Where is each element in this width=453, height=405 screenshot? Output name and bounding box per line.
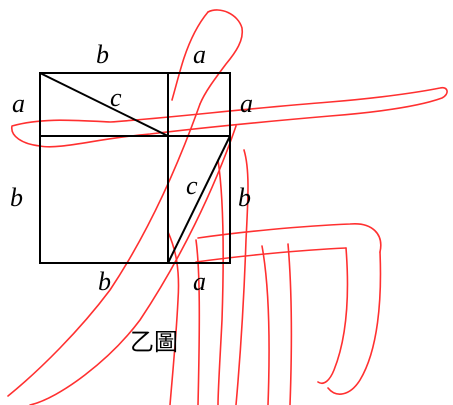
- watermark-glyph: [7, 9, 448, 405]
- label-upper-c: c: [110, 83, 122, 112]
- label-top-a: a: [193, 40, 206, 69]
- label-right-a: a: [240, 89, 253, 118]
- label-left-b: b: [10, 183, 23, 212]
- label-top-b: b: [96, 40, 109, 69]
- figure-caption: 乙圖: [130, 328, 178, 356]
- label-bottom-b: b: [98, 267, 111, 296]
- outer-square: [39, 72, 231, 264]
- label-lower-c: c: [186, 171, 198, 200]
- lower-diagonal: [167, 135, 231, 264]
- label-bottom-a: a: [193, 267, 206, 296]
- upper-diagonal: [39, 72, 169, 137]
- square-figure: [39, 72, 231, 264]
- label-right-b: b: [238, 183, 251, 212]
- label-left-a: a: [12, 89, 25, 118]
